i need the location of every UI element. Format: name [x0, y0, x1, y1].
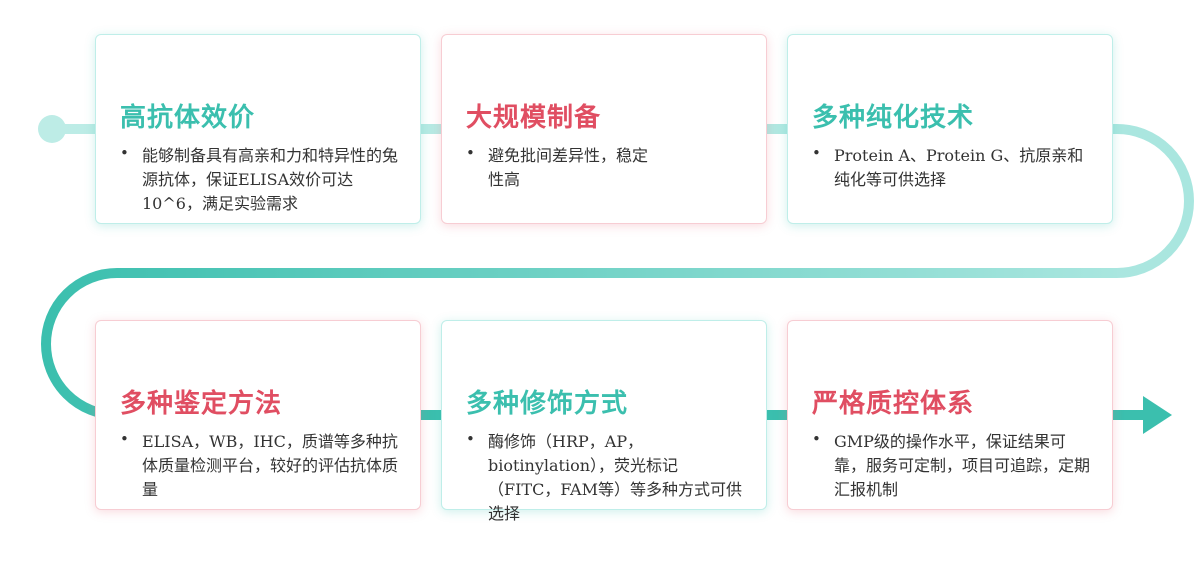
card-title: 多种鉴定方法	[120, 389, 283, 419]
arrow-head	[1143, 396, 1172, 434]
card-bullet: 酶修饰（HRP，AP，biotinylation），荧光标记（FITC，FAM等…	[488, 432, 742, 523]
card-modification: 多种修饰方式 酶修饰（HRP，AP，biotinylation），荧光标记（FI…	[441, 320, 767, 523]
card-title: 严格质控体系	[812, 389, 975, 419]
card-quality-control: 严格质控体系 GMP级的操作水平，保证结果可靠，服务可定制，项目可追踪，定期汇报…	[787, 320, 1113, 510]
card-large-scale: 大规模制备 避免批间差异性，稳定性高	[441, 34, 767, 224]
card-bullet: 避免批间差异性，稳定性高	[488, 146, 649, 189]
card-title: 多种修饰方式	[466, 389, 629, 419]
card-bullet: Protein A、Protein G、抗原亲和纯化等可供选择	[834, 146, 1084, 189]
card-purification: 多种纯化技术 Protein A、Protein G、抗原亲和纯化等可供选择	[787, 34, 1113, 224]
card-title: 大规模制备	[466, 103, 602, 133]
card-bullet: ELISA，WB，IHC，质谱等多种抗体质量检测平台，较好的评估抗体质量	[142, 432, 399, 499]
card-bullet: 能够制备具有高亲和力和特异性的兔源抗体，保证ELISA效价可达10^6，满足实验…	[142, 146, 399, 213]
card-identification: 多种鉴定方法 ELISA，WB，IHC，质谱等多种抗体质量检测平台，较好的评估抗…	[95, 320, 421, 510]
card-title: 多种纯化技术	[812, 103, 975, 133]
card-title: 高抗体效价	[120, 103, 256, 133]
card-bullet: GMP级的操作水平，保证结果可靠，服务可定制，项目可追踪，定期汇报机制	[834, 432, 1091, 499]
card-high-titer: 高抗体效价 能够制备具有高亲和力和特异性的兔源抗体，保证ELISA效价可达10^…	[95, 34, 421, 224]
track-middle	[41, 268, 1117, 420]
track-top	[52, 124, 1194, 278]
